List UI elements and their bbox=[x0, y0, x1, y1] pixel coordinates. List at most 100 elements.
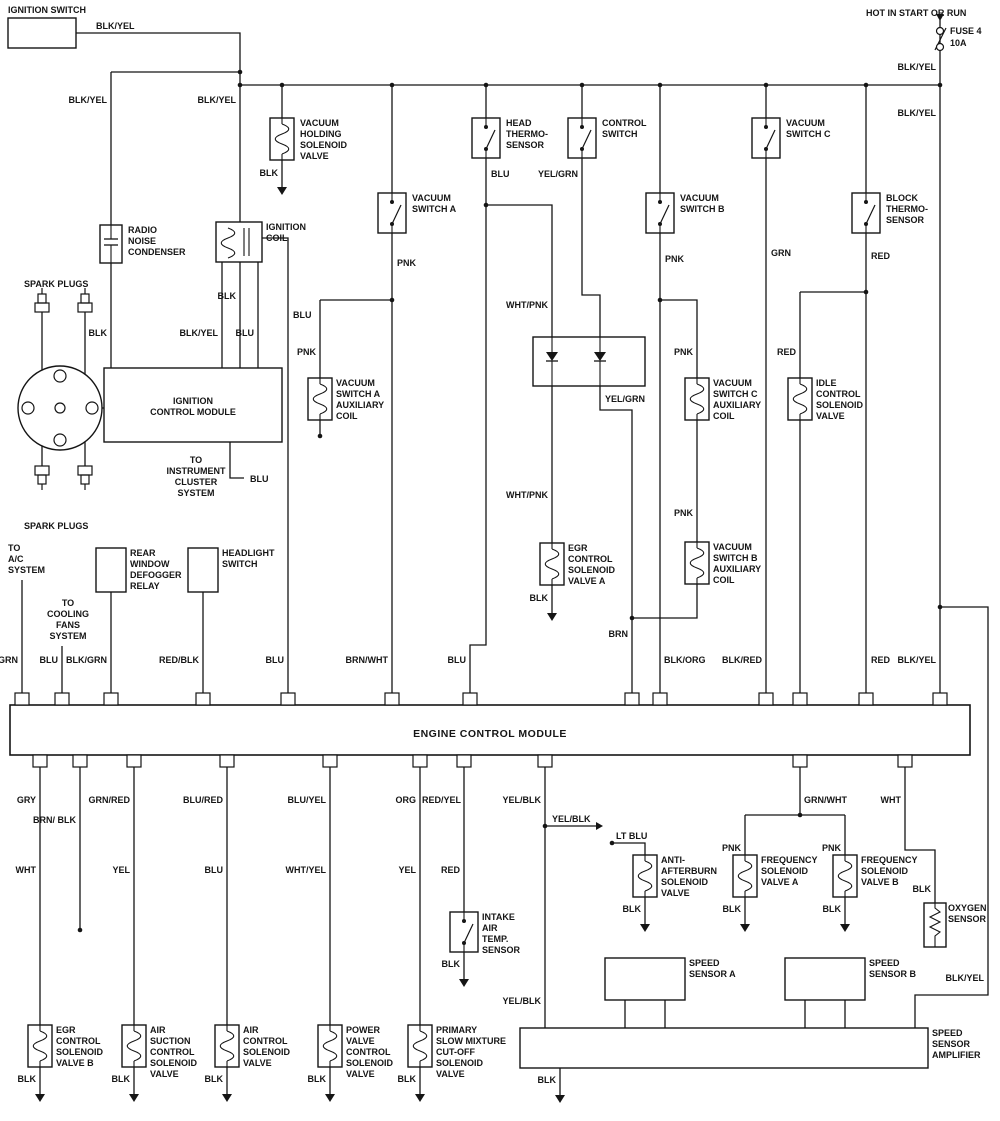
svg-text:CUT-OFF: CUT-OFF bbox=[436, 1047, 475, 1057]
svg-text:SOLENOID: SOLENOID bbox=[761, 866, 809, 876]
svg-text:VALVE B: VALVE B bbox=[56, 1058, 94, 1068]
ecm-connector-stub bbox=[897, 754, 913, 768]
svg-text:RELAY: RELAY bbox=[130, 581, 160, 591]
svg-text:VALVE: VALVE bbox=[346, 1069, 375, 1079]
ground-icon bbox=[640, 917, 650, 932]
ignition-switch-title: IGNITION SWITCH bbox=[8, 5, 86, 15]
spark-plugs bbox=[34, 288, 93, 490]
ecm-connector-stub bbox=[758, 692, 774, 706]
junction-dot bbox=[937, 82, 943, 88]
junction-dot bbox=[797, 812, 803, 818]
wire-label: BLK/GRN bbox=[66, 655, 107, 665]
ground-icon bbox=[222, 1087, 232, 1102]
wire-label: BRN bbox=[609, 629, 629, 639]
fuse-rating: 10A bbox=[950, 38, 967, 48]
wire-label: BLU bbox=[293, 310, 312, 320]
svg-text:VALVE: VALVE bbox=[436, 1069, 465, 1079]
fuse-name: FUSE 4 bbox=[950, 26, 982, 36]
wire bbox=[599, 386, 633, 693]
vacuum-switch-a-auxiliary-coil bbox=[307, 377, 333, 421]
switch-arm-icon bbox=[463, 923, 474, 944]
wire-label: PNK bbox=[674, 508, 694, 518]
ground-icon bbox=[415, 1087, 425, 1102]
air-suction-control-solenoid-valve bbox=[121, 1024, 147, 1068]
speed-sensor-b bbox=[784, 957, 866, 1001]
ecm-connector-stub bbox=[456, 754, 472, 768]
wire-label: WHT/PNK bbox=[506, 490, 548, 500]
switch-arm-icon bbox=[765, 129, 776, 150]
power-valve-control-solenoid-valve bbox=[317, 1024, 343, 1068]
wire-label: BLU bbox=[40, 655, 59, 665]
intake-air-temp-sensor bbox=[449, 911, 479, 953]
junction-dot bbox=[483, 82, 489, 88]
ground-icon bbox=[547, 606, 557, 621]
svg-text:AUXILIARY: AUXILIARY bbox=[713, 564, 761, 574]
svg-text:CONTROL: CONTROL bbox=[346, 1047, 391, 1057]
svg-text:COIL: COIL bbox=[266, 233, 288, 243]
svg-text:VACUUM: VACUUM bbox=[713, 542, 752, 552]
ground-icon bbox=[325, 1087, 335, 1102]
wire-label: BLK bbox=[260, 168, 279, 178]
svg-text:COOLING: COOLING bbox=[47, 609, 89, 619]
coil-icon bbox=[32, 1030, 48, 1062]
switch-arm-icon bbox=[865, 204, 876, 225]
ground-icon bbox=[459, 972, 469, 987]
svg-text:COIL: COIL bbox=[713, 411, 735, 421]
spark-plugs-title: SPARK PLUGS bbox=[24, 279, 88, 289]
svg-text:OXYGEN: OXYGEN bbox=[948, 903, 987, 913]
air-control-solenoid-valve bbox=[214, 1024, 240, 1068]
svg-text:VALVE: VALVE bbox=[816, 411, 845, 421]
vacuum-switch-c bbox=[751, 117, 781, 159]
junction-dot bbox=[579, 82, 585, 88]
vacuum-switch-c-auxiliary-coil bbox=[684, 377, 710, 421]
wire-label: BLU/YEL bbox=[287, 795, 326, 805]
wire-label: WHT bbox=[881, 795, 902, 805]
svg-text:SYSTEM: SYSTEM bbox=[8, 565, 45, 575]
junction-dot bbox=[657, 82, 663, 88]
ecm-connector-stub bbox=[792, 692, 808, 706]
wire-label: RED bbox=[777, 347, 797, 357]
wire-label: BLU bbox=[266, 655, 285, 665]
wire-label: PNK bbox=[674, 347, 694, 357]
wire-label: BLU bbox=[236, 328, 255, 338]
vacuum-switch-b-auxiliary-coil bbox=[684, 541, 710, 585]
wire bbox=[486, 204, 553, 337]
svg-text:CONTROL: CONTROL bbox=[150, 1047, 195, 1057]
junction-dot bbox=[237, 82, 243, 88]
wire-label: YEL bbox=[398, 865, 416, 875]
svg-text:VACUUM: VACUUM bbox=[336, 378, 375, 388]
resistor-icon bbox=[928, 903, 942, 947]
svg-text:SWITCH A: SWITCH A bbox=[336, 389, 381, 399]
junction-dot bbox=[609, 840, 615, 846]
ground-icon bbox=[740, 917, 750, 932]
svg-text:SWITCH: SWITCH bbox=[222, 559, 258, 569]
svg-text:VALVE A: VALVE A bbox=[568, 576, 606, 586]
coil-icon bbox=[544, 548, 560, 580]
wire-label: RED bbox=[441, 865, 461, 875]
svg-text:SYSTEM: SYSTEM bbox=[177, 488, 214, 498]
svg-text:TO: TO bbox=[190, 455, 202, 465]
frequency-solenoid-valve-a bbox=[732, 854, 758, 898]
wire-label: PNK bbox=[297, 347, 317, 357]
control-switch bbox=[567, 117, 597, 159]
svg-text:SPEED: SPEED bbox=[689, 958, 720, 968]
junction-dot bbox=[77, 927, 83, 933]
svg-text:TO: TO bbox=[62, 598, 74, 608]
junction-dot bbox=[937, 604, 943, 610]
svg-text:SENSOR: SENSOR bbox=[482, 945, 521, 955]
ignition-control-module bbox=[103, 367, 283, 443]
anti-afterburn-solenoid-valve bbox=[632, 854, 658, 898]
wire-label: PNK bbox=[665, 254, 685, 264]
oxygen-sensor bbox=[923, 902, 947, 948]
wires bbox=[21, 20, 989, 1088]
svg-text:SOLENOID: SOLENOID bbox=[300, 140, 348, 150]
head-thermo-sensor bbox=[471, 117, 501, 159]
switch-arm-icon bbox=[659, 204, 670, 225]
